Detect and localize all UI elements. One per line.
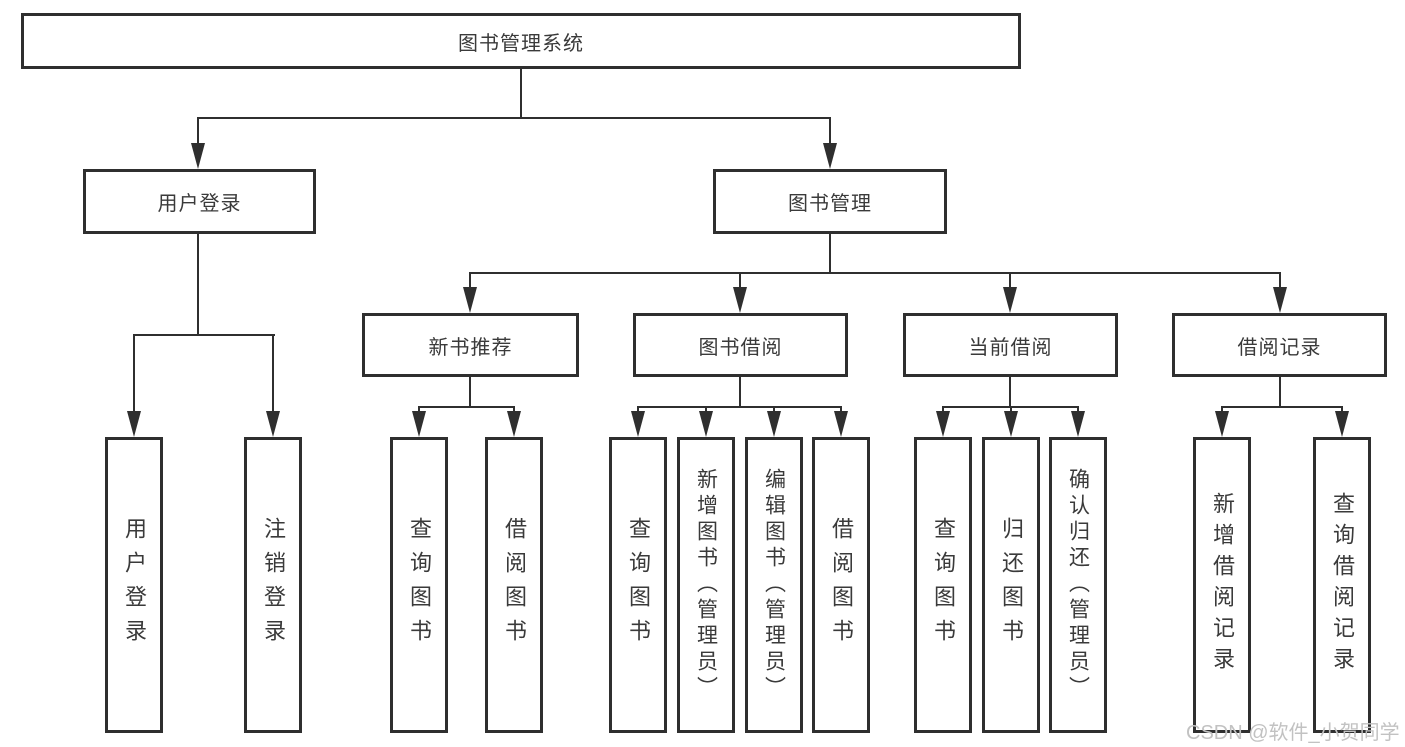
arrow-down-icon bbox=[266, 411, 280, 437]
arrow-down-icon bbox=[127, 411, 141, 437]
leaf-borrow-books: 借阅图书 bbox=[812, 437, 870, 733]
arrow-down-icon bbox=[1215, 411, 1229, 437]
node-current-borrowing: 当前借阅 bbox=[903, 313, 1118, 377]
connector-stub bbox=[1010, 406, 1012, 414]
node-label: 图书管理系统 bbox=[458, 32, 584, 55]
leaf-label: 注销登录 bbox=[261, 517, 286, 653]
connector-stub bbox=[1341, 406, 1343, 414]
leaf-return-books: 归还图书 bbox=[982, 437, 1040, 733]
leaf-query-books-borrowing: 查询图书 bbox=[609, 437, 667, 733]
connector-stub bbox=[773, 406, 775, 414]
leaf-label: 查询借阅记录 bbox=[1330, 492, 1355, 678]
node-library-system: 图书管理系统 bbox=[21, 13, 1021, 69]
arrow-down-icon bbox=[463, 287, 477, 313]
leaf-label: 确认归还（管理员） bbox=[1066, 468, 1090, 702]
arrow-down-icon bbox=[1071, 411, 1085, 437]
connector-userlogin-vertical bbox=[197, 233, 199, 336]
node-label: 图书管理 bbox=[788, 193, 872, 215]
connector-stub bbox=[197, 117, 199, 145]
connector-stub bbox=[739, 272, 741, 289]
leaf-confirm-return-admin: 确认归还（管理员） bbox=[1049, 437, 1107, 733]
leaf-label: 查询图书 bbox=[626, 517, 651, 653]
node-new-book-recommend: 新书推荐 bbox=[362, 313, 579, 377]
arrow-down-icon bbox=[191, 143, 205, 169]
connector-group-vertical bbox=[1009, 377, 1011, 408]
node-label: 借阅记录 bbox=[1237, 336, 1322, 359]
node-label: 用户登录 bbox=[157, 193, 242, 215]
connector-stub bbox=[272, 334, 274, 413]
arrow-down-icon bbox=[767, 411, 781, 437]
node-label: 图书借阅 bbox=[698, 336, 783, 359]
leaf-add-borrow-record: 新增借阅记录 bbox=[1193, 437, 1251, 733]
leaf-label: 新增借阅记录 bbox=[1210, 492, 1235, 678]
leaf-add-books-admin: 新增图书（管理员） bbox=[677, 437, 735, 733]
node-label: 当前借阅 bbox=[968, 336, 1053, 359]
arrow-down-icon bbox=[412, 411, 426, 437]
connector-group-branch bbox=[418, 406, 515, 408]
node-book-management: 图书管理 bbox=[713, 169, 947, 234]
leaf-borrow-books-recommend: 借阅图书 bbox=[485, 437, 543, 733]
connector-stub bbox=[418, 406, 420, 414]
node-user-login: 用户登录 bbox=[83, 169, 316, 234]
connector-stub bbox=[133, 334, 135, 413]
watermark: CSDN @软件_小贺同学 bbox=[1186, 722, 1400, 744]
leaf-label: 新增图书（管理员） bbox=[694, 468, 718, 702]
leaf-query-borrow-record: 查询借阅记录 bbox=[1313, 437, 1371, 733]
arrow-down-icon bbox=[631, 411, 645, 437]
arrow-down-icon bbox=[1335, 411, 1349, 437]
arrow-down-icon bbox=[507, 411, 521, 437]
connector-group-vertical bbox=[469, 377, 471, 408]
connector-level2-branch bbox=[469, 272, 1281, 274]
connector-group-vertical bbox=[1279, 377, 1281, 408]
leaf-label: 借阅图书 bbox=[502, 517, 527, 653]
connector-stub bbox=[469, 272, 471, 289]
connector-stub bbox=[1009, 272, 1011, 289]
connector-stub bbox=[705, 406, 707, 414]
leaf-query-books-current: 查询图书 bbox=[914, 437, 972, 733]
leaf-label: 编辑图书（管理员） bbox=[762, 468, 786, 702]
leaf-query-books-recommend: 查询图书 bbox=[390, 437, 448, 733]
connector-level1-branch bbox=[197, 117, 831, 119]
connector-bookmgmt-vertical bbox=[829, 233, 831, 274]
connector-stub bbox=[637, 406, 639, 414]
node-borrowing-records: 借阅记录 bbox=[1172, 313, 1387, 377]
arrow-down-icon bbox=[733, 287, 747, 313]
leaf-edit-books-admin: 编辑图书（管理员） bbox=[745, 437, 803, 733]
arrow-down-icon bbox=[823, 143, 837, 169]
node-book-borrowing: 图书借阅 bbox=[633, 313, 848, 377]
connector-group-branch bbox=[637, 406, 842, 408]
connector-stub bbox=[829, 117, 831, 145]
leaf-logout: 注销登录 bbox=[244, 437, 302, 733]
connector-stub bbox=[840, 406, 842, 414]
node-label: 新书推荐 bbox=[428, 336, 513, 359]
connector-stub bbox=[1279, 272, 1281, 289]
connector-stub bbox=[1221, 406, 1223, 414]
connector-stub bbox=[942, 406, 944, 414]
arrow-down-icon bbox=[1273, 287, 1287, 313]
leaf-label: 用户登录 bbox=[122, 517, 147, 653]
arrow-down-icon bbox=[936, 411, 950, 437]
arrow-down-icon bbox=[1003, 287, 1017, 313]
leaf-label: 归还图书 bbox=[999, 517, 1024, 653]
connector-group-branch bbox=[1221, 406, 1343, 408]
arrow-down-icon bbox=[699, 411, 713, 437]
leaf-label: 借阅图书 bbox=[829, 517, 854, 653]
leaf-label: 查询图书 bbox=[931, 517, 956, 653]
arrow-down-icon bbox=[834, 411, 848, 437]
connector-stub bbox=[513, 406, 515, 414]
leaf-user-login: 用户登录 bbox=[105, 437, 163, 733]
connector-stub bbox=[1077, 406, 1079, 414]
arrow-down-icon bbox=[1004, 411, 1018, 437]
connector-group-vertical bbox=[739, 377, 741, 408]
connector-userlogin-branch bbox=[133, 334, 275, 336]
leaf-label: 查询图书 bbox=[407, 517, 432, 653]
connector-root-vertical bbox=[520, 69, 522, 118]
